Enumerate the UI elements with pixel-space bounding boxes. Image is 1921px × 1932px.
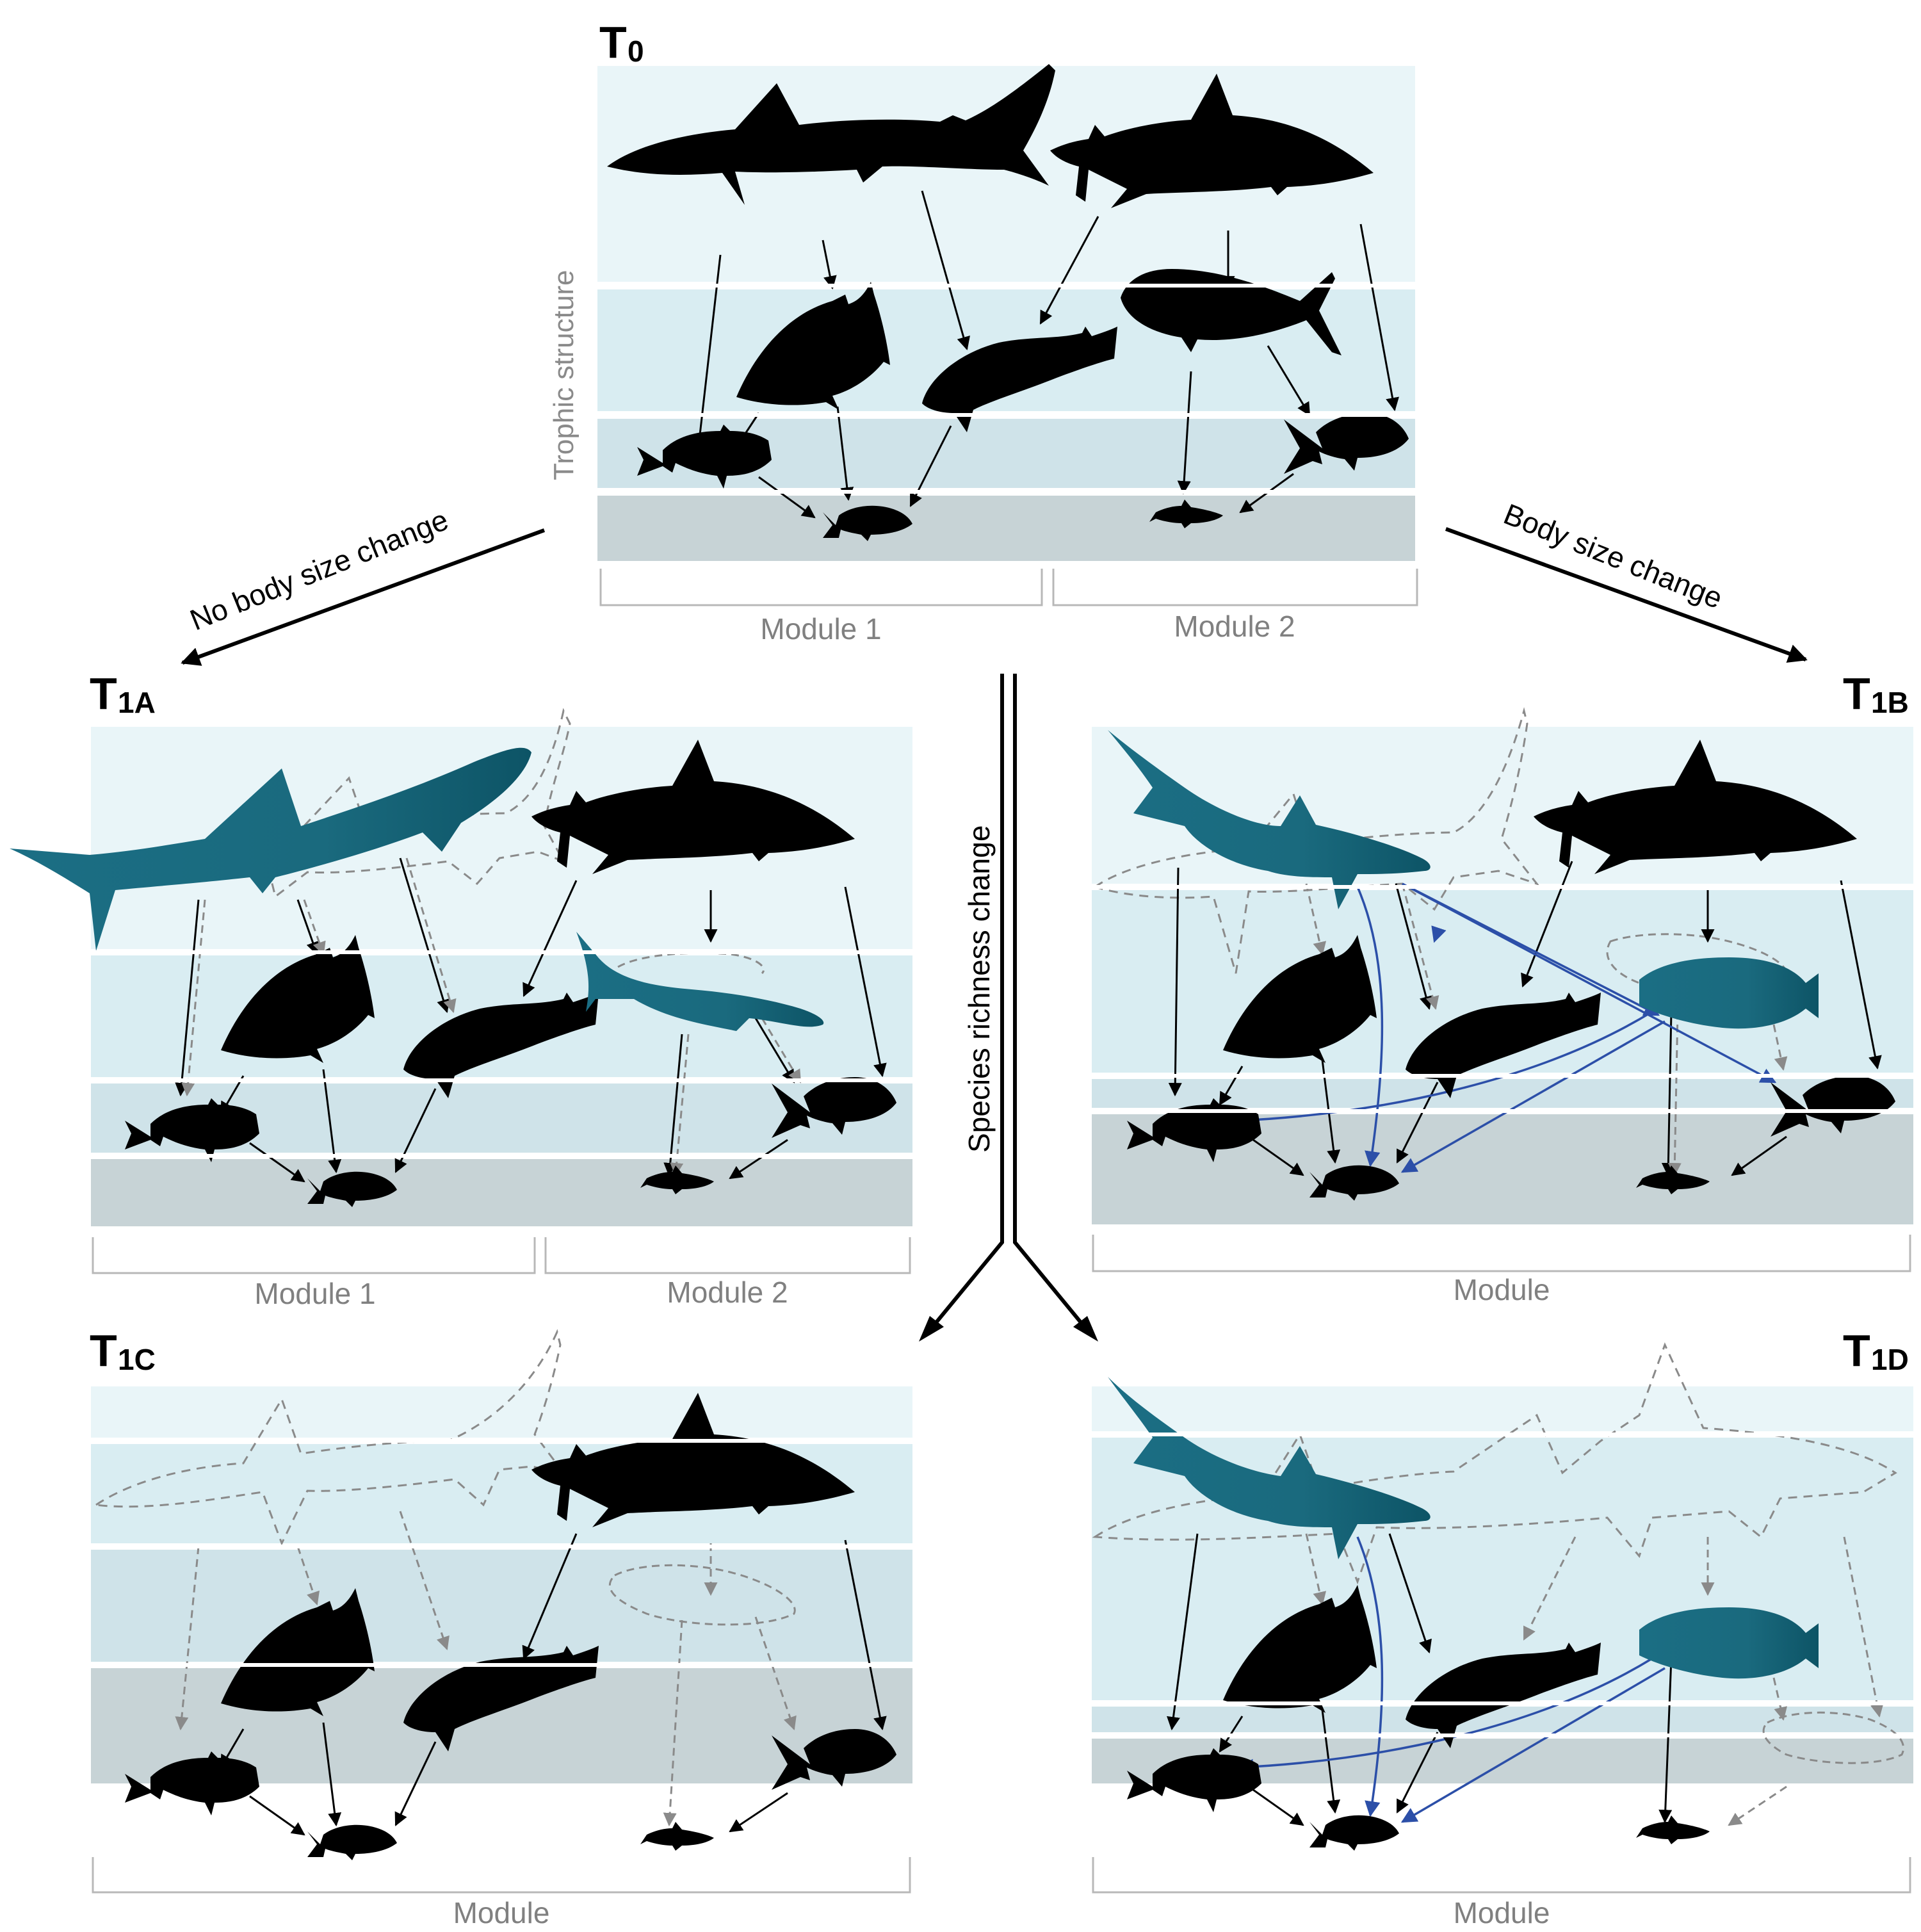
t1d-small-fish-icon: [1309, 1815, 1399, 1851]
t1c-label-sub: 1C: [118, 1343, 156, 1376]
t1c-small-fish-icon: [307, 1824, 397, 1860]
band-bottom: [597, 496, 1415, 561]
t1c-lost-links: [175, 1511, 797, 1827]
t1b-label-sub: 1B: [1871, 686, 1909, 719]
t1b-module-bracket: [1092, 1235, 1911, 1272]
t1a-tuna-icon: [576, 932, 824, 1031]
t1b-lost-shark-outline: [1092, 707, 1540, 974]
t1a-label-main: T: [90, 669, 117, 718]
t1c-links: [220, 1533, 887, 1836]
t1a-links: [175, 857, 887, 1183]
t1d-lost-damselfish-outline: [1762, 1711, 1904, 1764]
t1c-module-label: Module: [453, 1896, 550, 1929]
no-body-size-label: No body size change: [185, 503, 453, 637]
panel-t1b: T 1B: [1092, 669, 1913, 1306]
t1a-lost-shark-outline: [158, 708, 571, 898]
t1c-module-bracket: [92, 1857, 911, 1894]
band-top: [91, 1386, 912, 1438]
t1b-label-main: T: [1843, 669, 1870, 718]
t1b-module-label: Module: [1454, 1273, 1550, 1306]
t1c-tiny-fish-icon: [640, 1822, 714, 1851]
t1a-blue-shark-icon: [10, 747, 531, 951]
t0-module-1-label: Module 1: [760, 612, 881, 645]
trophic-axis-label: Trophic structure: [548, 270, 580, 480]
band-mid2: [91, 1550, 912, 1662]
panel-t1c: T 1C Module: [90, 1326, 912, 1929]
t1d-label-sub: 1D: [1871, 1343, 1909, 1376]
t0-label-main: T: [599, 17, 627, 67]
t1b-goliath-grouper-icon: [1639, 957, 1819, 1029]
t1d-blue-shark-icon: [1108, 1377, 1431, 1559]
t1c-lost-mahi-outline: [608, 1564, 796, 1626]
t1b-lost-links: [1305, 883, 1788, 1177]
t1c-label-main: T: [90, 1326, 117, 1376]
band-separators: [91, 284, 1913, 1737]
t0-label-sub: 0: [628, 35, 644, 68]
t1a-module-brackets: [92, 1237, 911, 1274]
panel-t0: T 0 Trophic structure: [548, 17, 1418, 645]
body-size-label: Body size change: [1499, 497, 1727, 615]
panel-t1a: T 1A: [10, 669, 912, 1310]
t1d-module-bracket: [1092, 1857, 1911, 1894]
t1d-label-main: T: [1843, 1326, 1870, 1376]
band-top: [1092, 1386, 1913, 1431]
t1d-lost-links: [1305, 1533, 1884, 1826]
t1d-links: [1167, 1533, 1673, 1826]
t1d-goliath-grouper-icon: [1639, 1607, 1819, 1679]
band-bottom: [91, 1159, 912, 1226]
t1d-module-label: Module: [1454, 1896, 1550, 1929]
species-richness-arrow: [932, 674, 1085, 1327]
t1d-tiny-fish-icon: [1636, 1815, 1710, 1844]
t1b-blue-shark-icon: [1108, 730, 1431, 909]
t1a-label-sub: 1A: [118, 686, 156, 719]
t1b-new-links: [1237, 882, 1777, 1173]
t1a-lost-mahi-outline: [617, 952, 765, 975]
t0-label: T 0: [599, 17, 644, 68]
t0-module-2-label: Module 2: [1174, 610, 1295, 643]
t1a-module-1-label: Module 1: [254, 1277, 375, 1310]
panel-t1d: T 1D: [1092, 1326, 1913, 1929]
body-size-arrow: [1445, 527, 1808, 663]
species-richness-arrowhead-right: [1073, 1316, 1098, 1342]
band-mid2: [1092, 1707, 1913, 1732]
t1a-lost-links: [181, 857, 802, 1177]
t0-module-brackets: [599, 569, 1418, 606]
species-richness-arrowhead-left: [919, 1316, 944, 1342]
t1c-lost-shark-outline: [93, 1329, 566, 1546]
no-body-size-arrow: [181, 528, 546, 666]
t1a-module-2-label: Module 2: [667, 1276, 788, 1309]
t1d-lost-sharks-outline: [1092, 1342, 1897, 1585]
species-richness-label: Species richness change: [962, 825, 996, 1153]
